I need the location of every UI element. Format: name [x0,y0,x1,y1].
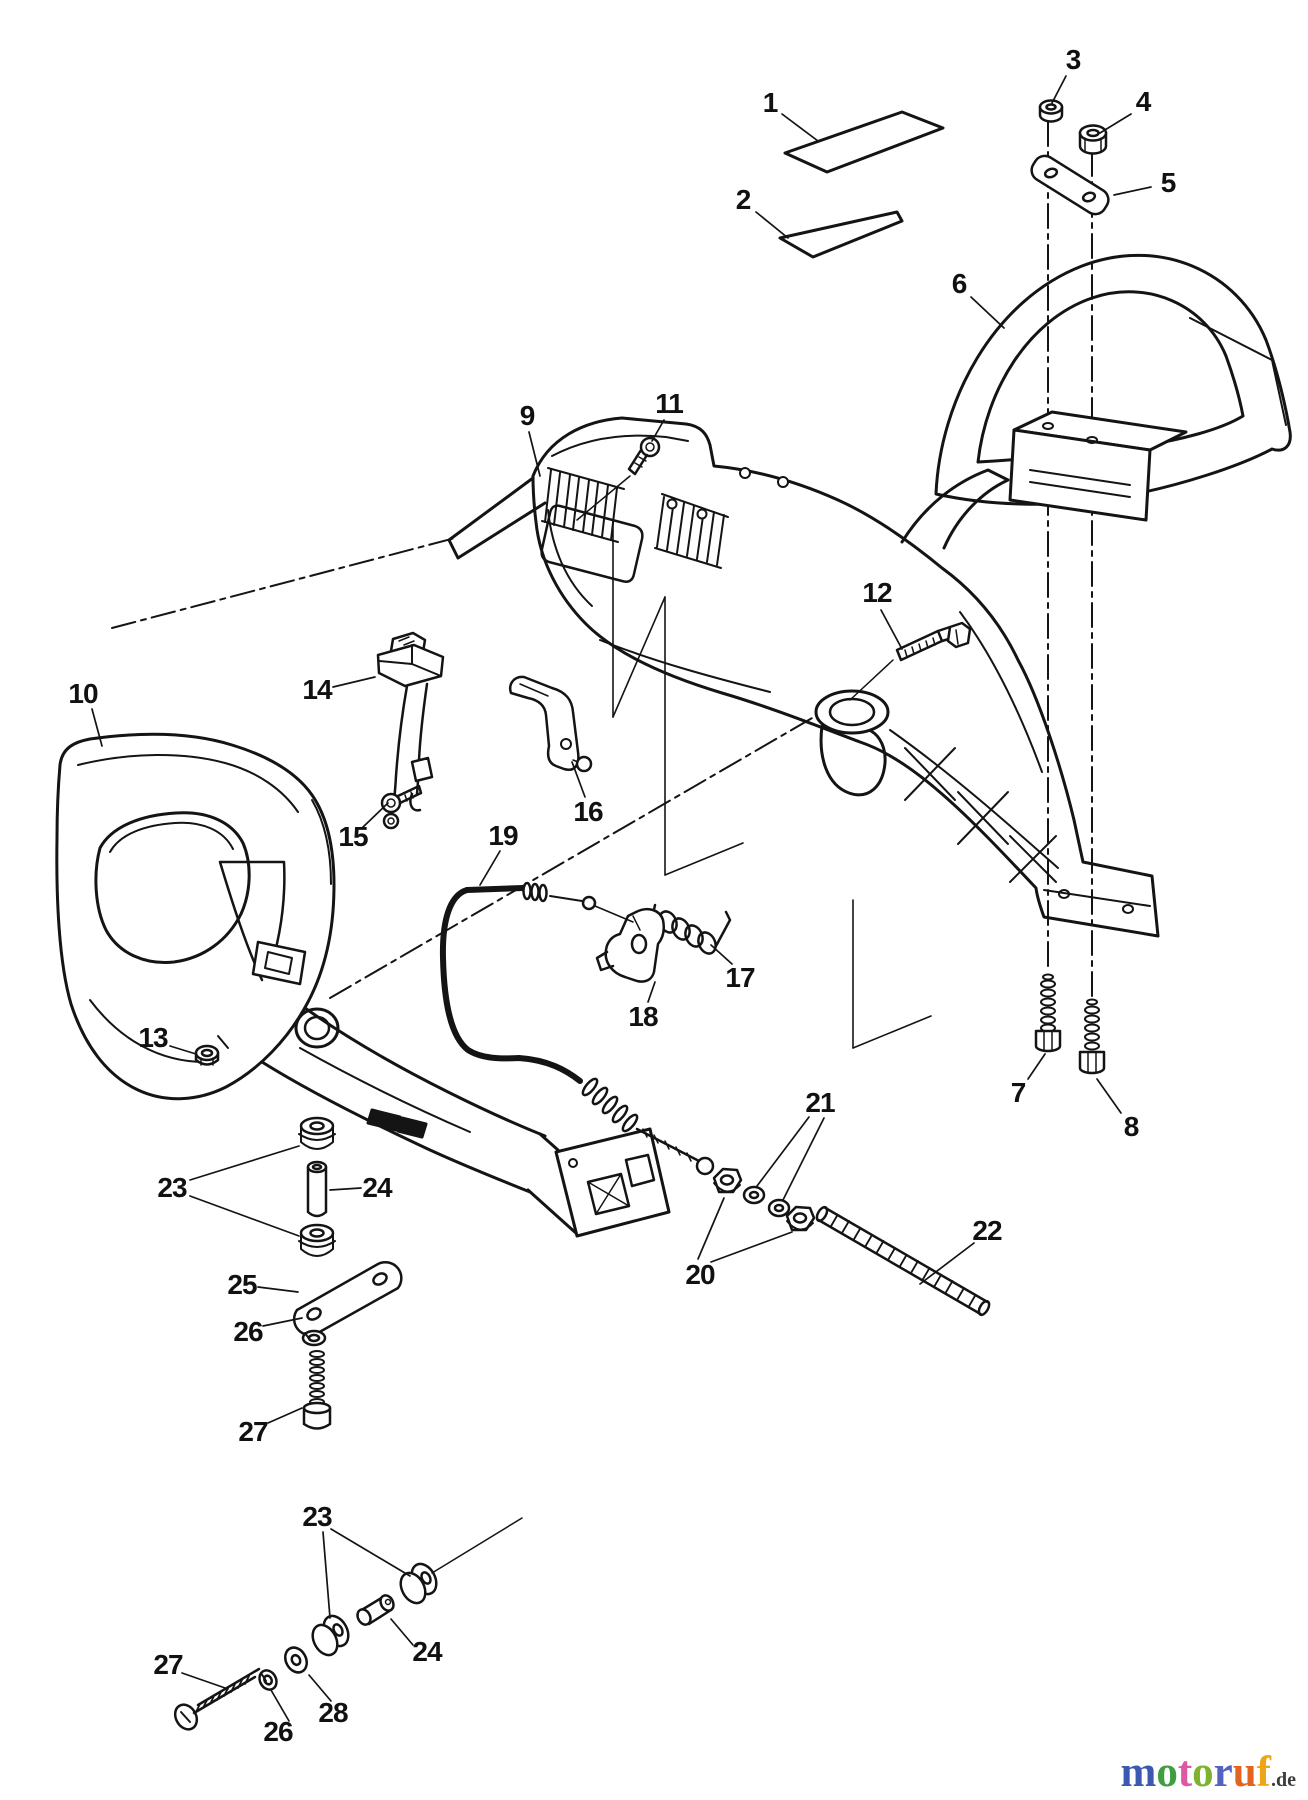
part-label-11: 11 [655,388,684,419]
part-label-24: 24 [412,1636,442,1667]
part-label-4: 4 [1135,86,1152,117]
part-label-19: 19 [488,820,518,851]
part-label-1: 1 [762,87,779,118]
part-5-plate [1030,154,1110,216]
part-label-7: 7 [1010,1077,1027,1108]
detail-callout-lines [612,519,932,1049]
part-19-throttle-cable [439,881,715,1176]
part-6-hand-guard [934,253,1292,522]
alignment-lines [111,121,1093,999]
part-label-18: 18 [628,1001,658,1032]
part-label-13: 13 [138,1022,168,1053]
motoruf-logo[interactable]: motoruf.de [1121,1751,1297,1794]
part-label-16: 16 [573,796,603,827]
part-28-washer [284,1646,308,1674]
part-10-rear-handle-housing [55,732,547,1194]
part-1-decal [783,110,945,174]
part-18-throttle-trigger [595,908,666,983]
cable-mount-bracket [526,1127,671,1238]
part-label-10: 10 [68,678,98,709]
part-25-strap-plate [292,1260,403,1337]
part-label-5: 5 [1160,167,1177,198]
part-26-lock-washer-lower [258,1669,278,1691]
motoruf-logo-word: motoruf [1121,1749,1272,1796]
part-15-screw [380,784,423,814]
part-27-screw-lower [173,1667,261,1731]
part-label-8: 8 [1123,1111,1140,1142]
logo-letter: o [1156,1749,1178,1796]
part-12-bolt [849,621,972,701]
part-4-nut [1078,124,1108,155]
logo-letter: r [1213,1749,1233,1796]
part-label-23: 23 [302,1501,332,1532]
part-label-9: 9 [519,400,536,431]
part-label-17: 17 [725,962,755,993]
part-label-26: 26 [233,1316,263,1347]
part-label-27: 27 [153,1649,183,1680]
part-label-14: 14 [302,674,332,705]
part-20-nuts [712,1167,816,1232]
part-11-screw [576,436,661,521]
part-label-2: 2 [735,184,752,215]
part-label-27: 27 [238,1416,268,1447]
part-24-spacer-upper [306,1160,328,1218]
leader-lines [91,75,1152,1722]
part-22-threaded-rod [815,1205,991,1317]
part-26-lock-washer-upper [301,1329,327,1347]
part-label-25: 25 [227,1269,257,1300]
part-label-26: 26 [263,1716,293,1747]
part-8-bolt [1078,998,1106,1075]
part-23-grommets-lower [311,1517,523,1657]
part-16-throttle-lever [509,675,593,773]
logo-letter: m [1120,1749,1157,1796]
part-label-28: 28 [318,1697,348,1728]
part-13-nut [194,1044,220,1066]
logo-letter: o [1192,1749,1214,1796]
logo-letter: t [1177,1749,1193,1796]
part-label-3: 3 [1065,44,1082,75]
part-21-washers [742,1185,791,1218]
part-label-21: 21 [805,1087,835,1118]
part-27-screw-upper [302,1350,332,1430]
part-7-bolt [1034,973,1062,1053]
motoruf-logo-suffix: .de [1271,1769,1296,1791]
logo-letter: u [1232,1749,1257,1796]
part-3-nut [1038,99,1064,123]
part-24-spacer-lower [356,1594,395,1626]
part-label-22: 22 [972,1215,1002,1246]
part-label-20: 20 [685,1259,715,1290]
part-23-grommets-upper [298,1116,336,1257]
part-9-upper-handle-frame [447,416,1160,938]
part-label-12: 12 [862,577,892,608]
part-label-15: 15 [338,821,368,852]
part-label-24: 24 [362,1172,392,1203]
part-label-6: 6 [951,268,968,299]
part-2-decal [778,210,904,259]
logo-letter: f [1256,1749,1271,1796]
part-label-23: 23 [157,1172,187,1203]
